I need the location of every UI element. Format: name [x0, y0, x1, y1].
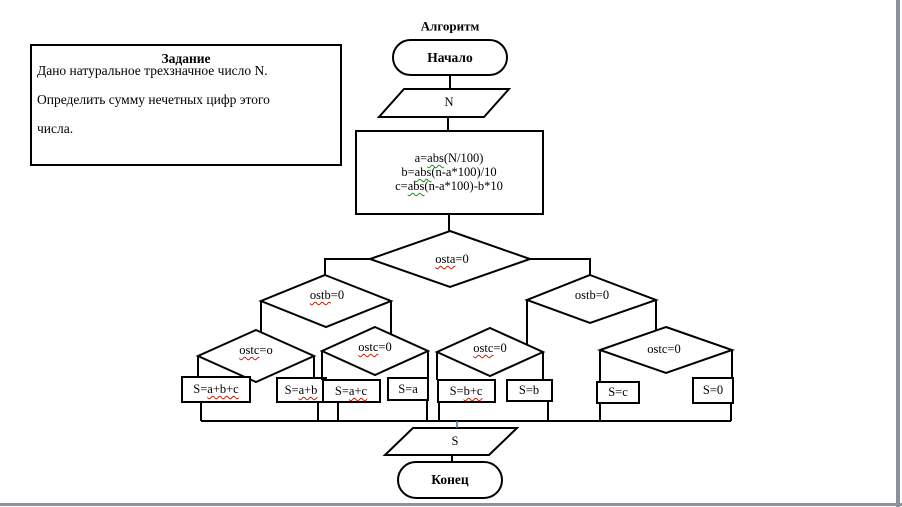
process-text: a=abs(N/100) b=abs(n-a*100)/10 c=abs(n-a… — [395, 151, 503, 193]
task-description: Дано натуральное трехзначное число N. Оп… — [37, 63, 337, 150]
task-line-3: числа. — [37, 121, 74, 136]
frame-bottom-edge — [0, 503, 902, 506]
decision-ostb-right-shape — [524, 273, 659, 325]
result-label-8: S=0 — [702, 382, 724, 397]
frame-right-edge — [896, 0, 900, 507]
connector-lines — [197, 75, 733, 462]
decision-ostc4-label: ostc=0 — [647, 341, 681, 356]
decision-osta-shape — [366, 229, 534, 289]
decision-ostb-right-label: ostb=0 — [574, 287, 610, 302]
process-line-2: b=abs(n-a*100)/10 — [401, 165, 497, 179]
result-label-7: S=c — [608, 384, 628, 399]
decision-ostc3-shape — [434, 326, 546, 378]
decision-ostb-left-shape — [258, 273, 394, 329]
task-line-2: Определить сумму нечетных цифр этого — [37, 92, 270, 107]
result-label-4: S=a — [398, 381, 418, 396]
input-parallelogram-shape — [376, 88, 512, 118]
process-line-1: a=abs(N/100) — [414, 151, 484, 165]
result-label-6: S=b — [518, 382, 540, 397]
result-box-4 — [387, 377, 429, 401]
process-line-3: c=abs(n-a*100)-b*10 — [395, 179, 503, 193]
decision-ostc1-shape — [195, 328, 317, 384]
task-box-shape — [30, 44, 342, 166]
result-box-5 — [437, 379, 496, 403]
decision-ostc4-shape — [596, 325, 736, 375]
result-label-5: S=b+c — [449, 383, 483, 398]
misspelled-abs: abs — [407, 179, 425, 193]
page-title: Алгоритм — [420, 18, 480, 34]
task-title: Задание — [161, 51, 211, 67]
task-line-1: Дано натуральное трехзначное число N. — [37, 63, 268, 78]
end-terminator-shape — [397, 461, 503, 499]
output-parallelogram-shape — [382, 427, 520, 456]
result-label-2: S=a+b — [284, 382, 318, 397]
result-box-8 — [692, 377, 734, 404]
result-label-1: S=a+b+c — [193, 381, 239, 396]
decision-ostb-left-label: ostb=0 — [309, 287, 345, 302]
decision-ostc3-label: ostc=0 — [473, 340, 507, 355]
result-box-6 — [506, 379, 553, 402]
input-label: N — [444, 94, 454, 109]
decision-ostc2-shape — [319, 325, 431, 377]
output-label: S — [451, 433, 459, 448]
misspelled-abs: abs — [414, 165, 432, 179]
result-box-1 — [181, 376, 251, 403]
result-box-7 — [596, 381, 640, 404]
result-box-2 — [276, 377, 327, 403]
decision-osta-label: osta=0 — [435, 251, 469, 266]
decision-ostc1-label: ostc=o — [239, 342, 273, 357]
process-rect-shape — [355, 130, 544, 215]
start-label: Начало — [427, 50, 473, 66]
result-box-3 — [322, 379, 381, 403]
decision-ostc2-label: ostc=0 — [358, 339, 392, 354]
end-label: Конец — [431, 472, 469, 488]
result-label-3: S=a+c — [334, 383, 368, 398]
misspelled-abs: abs — [427, 151, 444, 165]
